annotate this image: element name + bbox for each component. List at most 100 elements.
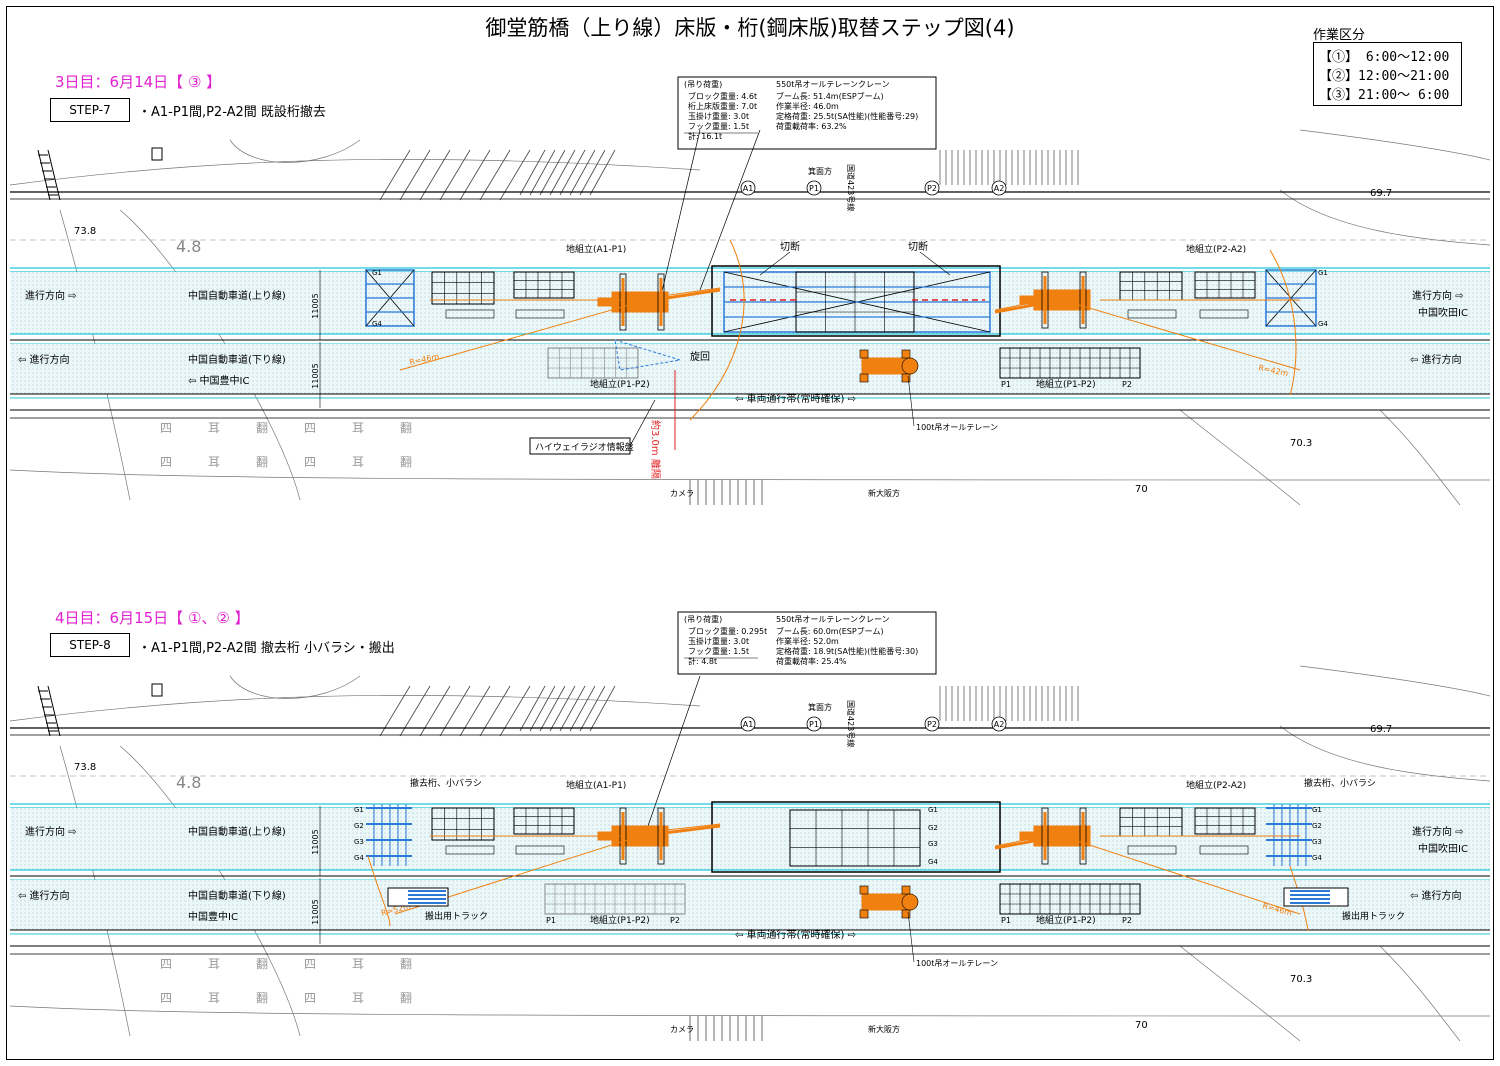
- elev-label: 70: [1135, 1020, 1148, 1031]
- up-line-road: [10, 272, 1490, 334]
- crane100-label: 100t吊オールテレーン: [916, 959, 998, 968]
- road-marking: 四: [304, 991, 316, 1005]
- crane100-turret: [901, 357, 919, 375]
- grid-outline: [513, 807, 575, 835]
- outrigger: [657, 807, 665, 865]
- pier-marker: [991, 180, 1007, 196]
- girder-label: G3: [1312, 838, 1322, 846]
- down-line-road: [10, 344, 1490, 394]
- crane100-turret: [901, 893, 919, 911]
- width-dim: 11005: [311, 293, 320, 318]
- mino-label: 箕面方: [808, 166, 832, 176]
- outrigger-pad: [859, 909, 869, 919]
- grid-outline: [431, 807, 495, 841]
- pier-marker: [740, 716, 756, 732]
- clearance-label: 約3.0m 離隔: [649, 420, 662, 479]
- width-dim: 11005: [311, 363, 320, 388]
- ji-label: 地組立(P1-P2): [1036, 914, 1096, 926]
- pier-marker: [806, 716, 822, 732]
- block: [515, 309, 565, 319]
- road-name: 中国自動車道(下り線): [188, 889, 286, 902]
- pier-label: P1: [809, 720, 819, 729]
- camera-label: カメラ: [670, 489, 694, 498]
- load-header: 550t吊オールテレーンクレーン: [776, 80, 890, 89]
- girder-label: G1: [372, 269, 382, 277]
- ic-label: ⇦ 中国豊中IC: [188, 374, 250, 387]
- load-right-row: 作業半径: 52.0m: [776, 636, 839, 646]
- outrigger-pad: [901, 885, 911, 895]
- load-right-row: 荷重載荷率: 63.2%: [776, 121, 847, 131]
- direction-label: ⇦ 進行方向: [18, 353, 70, 366]
- elev-label: 4.8: [176, 773, 201, 792]
- outrigger-pad: [859, 373, 869, 383]
- width-dim: 11005: [311, 829, 320, 854]
- kobarashi-label: 撤去桁、小バラシ: [1304, 777, 1376, 789]
- line: [539, 685, 566, 732]
- outrigger-pad: [901, 373, 911, 383]
- day-label-step7: 3日目：6月14日【 ③ 】: [55, 73, 222, 91]
- crane100-label: 100t吊オールテレーン: [916, 423, 998, 432]
- truck-label: 搬出用トラック: [425, 910, 488, 922]
- road-marking: 耳: [352, 957, 364, 971]
- road-marking: 翻: [400, 957, 412, 971]
- girder-label: G3: [928, 840, 938, 848]
- truck-right: [1283, 887, 1349, 907]
- outrigger-pad: [859, 885, 869, 895]
- load-left-row: フック重量: 1.5t: [688, 121, 749, 131]
- line: [919, 251, 951, 276]
- line: [529, 685, 556, 732]
- step-box-8: STEP-8: [50, 633, 130, 657]
- load-header: 550t吊オールテレーンクレーン: [776, 615, 890, 624]
- girder-label: G4: [1318, 320, 1328, 328]
- terrain-line: [1179, 409, 1301, 506]
- dismantled-girder-left: [366, 804, 412, 866]
- terrain-line: [1379, 945, 1461, 1042]
- legend-row: 【①】 6:00～12:00: [1319, 50, 1450, 65]
- girder-label: G2: [928, 824, 938, 832]
- road-marking: 翻: [400, 455, 412, 469]
- outrigger-pad: [901, 349, 911, 359]
- road-marking: 耳: [208, 455, 220, 469]
- load-right-row: ブーム長: 60.0m(ESPブーム): [776, 626, 884, 636]
- pier-marker: [924, 180, 940, 196]
- grid-outline: [431, 271, 495, 305]
- line: [559, 685, 586, 732]
- rotate-label: 旋回: [690, 350, 710, 363]
- pier-label: P1: [1001, 380, 1011, 389]
- terrain-line: [1299, 665, 1491, 697]
- terrain-line: [1279, 725, 1491, 782]
- pier-label: P2: [1122, 380, 1132, 389]
- truck-body: [387, 887, 449, 907]
- legend-row: 【③】21:00～ 6:00: [1319, 88, 1450, 103]
- grid-outline: [1194, 807, 1256, 835]
- terrain-line: [1379, 409, 1461, 506]
- road-marking: 耳: [208, 421, 220, 435]
- swing-arc: [367, 855, 391, 927]
- crane-100t: [859, 885, 919, 919]
- road-marking: 四: [160, 421, 172, 435]
- outrigger: [1079, 807, 1087, 865]
- radius-line: [399, 301, 641, 371]
- girder-label: G4: [928, 858, 938, 866]
- block: [1127, 845, 1177, 855]
- bridge-span: [711, 265, 1001, 337]
- girder-label: G1: [1312, 806, 1322, 814]
- work-period-legend: 【①】 6:00～12:00 【②】12:00～21:00 【③】21:00～ …: [1313, 42, 1462, 106]
- pier-label: P2: [670, 916, 680, 925]
- radius-line: [1061, 299, 1301, 371]
- pier-label: P2: [1122, 916, 1132, 925]
- line: [629, 399, 656, 447]
- outrigger: [619, 273, 627, 331]
- load-table-box: [677, 76, 937, 150]
- direction-label: ⇦ 進行方向: [1410, 889, 1462, 902]
- deck-grid: [789, 809, 921, 867]
- terrain-line: [9, 159, 701, 186]
- girder-label: G3: [354, 838, 364, 846]
- terrain-line: [9, 695, 701, 722]
- elev-label: 4.8: [176, 237, 201, 256]
- road-marking: 四: [304, 957, 316, 971]
- lane-label: ⇦ 車両通行帯(常時確保) ⇨: [735, 928, 856, 941]
